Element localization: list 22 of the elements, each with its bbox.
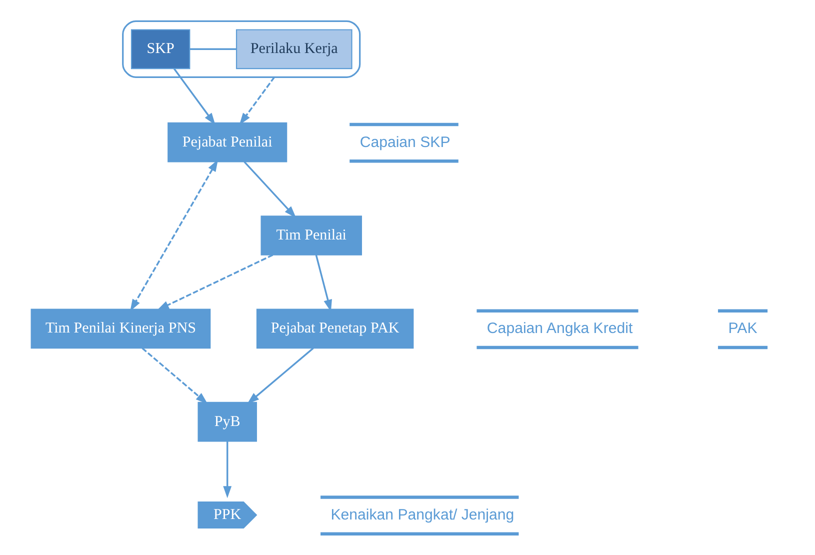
connector (190, 48, 236, 50)
node-box: PyB (198, 402, 257, 442)
arrow (156, 254, 274, 310)
arrow (244, 161, 296, 218)
node-box: Perilaku Kerja (236, 29, 352, 70)
arrow (239, 76, 276, 125)
node-box: Tim Penilai Kinerja PNS (30, 308, 211, 349)
node-box: Tim Penilai (260, 216, 362, 256)
node-box: Pejabat Penilai (168, 122, 288, 162)
arrow (315, 254, 332, 312)
label: PAK (728, 320, 758, 338)
label: Kenaikan Pangkat/ Jenjang (330, 506, 514, 524)
node-box: SKP (130, 29, 190, 70)
label: Capaian SKP (360, 134, 450, 151)
arrow (247, 348, 314, 404)
arrow (223, 441, 232, 498)
arrow (142, 348, 208, 404)
label: Capaian Angka Kredit (486, 320, 633, 338)
arrow (173, 68, 216, 125)
arrow (130, 159, 218, 312)
cluster (122, 20, 361, 78)
node-box: Pejabat Penetap PAK (256, 308, 414, 349)
